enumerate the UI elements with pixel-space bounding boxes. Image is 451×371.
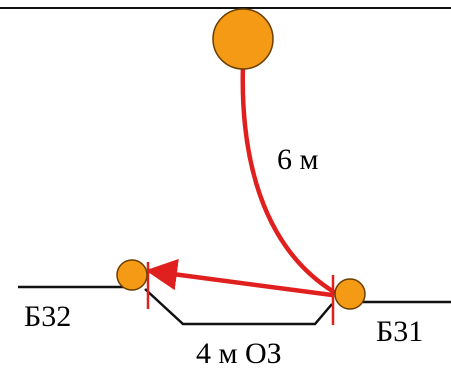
right-node-label: Б31 [376,315,423,348]
horizontal-arrow-path [145,258,335,298]
vertical-curved-path [240,62,337,295]
left-node [116,259,148,291]
right-node [334,278,366,310]
lower-trench-path [144,288,333,326]
lower-distance-label: 4 м ОЗ [196,337,282,370]
upper-distance-label: 6 м [277,143,319,176]
left-node-label: Б32 [24,300,71,333]
top-node [212,8,274,70]
